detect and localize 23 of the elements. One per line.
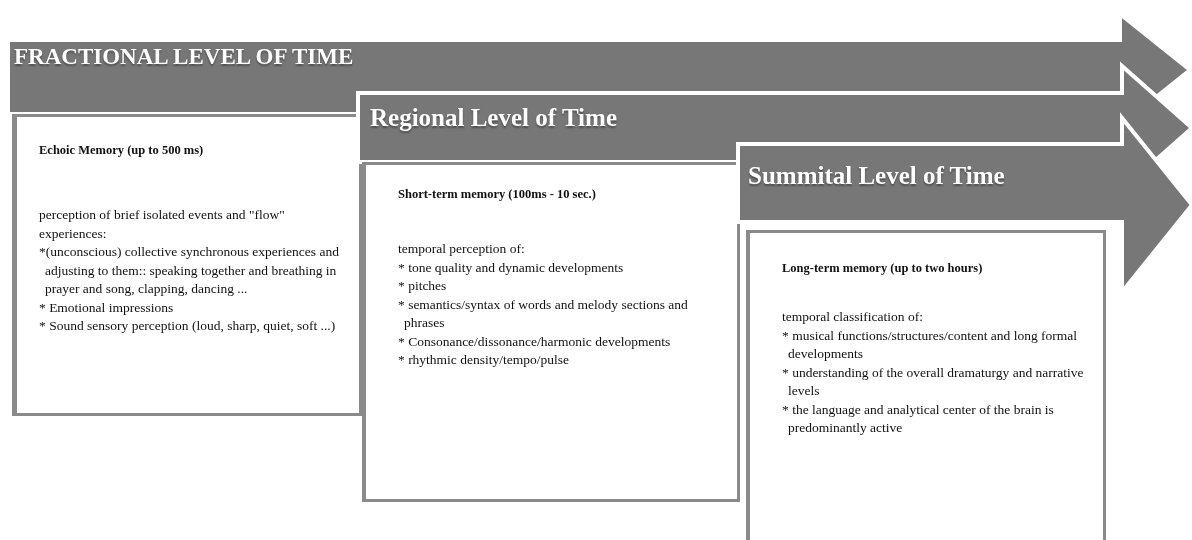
memory-heading: Long-term memory (up to two hours) [782, 261, 984, 276]
memory-box [12, 114, 362, 416]
memory-heading: Echoic Memory (up to 500 ms) [39, 143, 205, 158]
memory-text: temporal classification of: [782, 308, 924, 326]
memory-text: * Emotional impressions [39, 298, 175, 317]
level-heading: FRACTIONAL LEVEL OF TIME [14, 44, 354, 70]
level-heading: Regional Level of Time [370, 104, 617, 132]
memory-text: * understanding of the overall dramaturgy and narrative levels [782, 363, 1085, 400]
memory-text: *(unconscious) collective synchronous experiences and adjusting to them:: speaking together and breathing in prayer and song, clapping, dancing ... [39, 243, 340, 298]
memory-text: * semantics/syntax of words and melody sections and phrases [398, 295, 689, 332]
memory-box [362, 162, 740, 502]
memory-box [746, 230, 1106, 540]
memory-text: * tone quality and dynamic developments [398, 258, 625, 277]
memory-text: * Sound sensory perception (loud, sharp, quiet, soft ...) [39, 317, 337, 335]
memory-text: * pitches [398, 277, 448, 295]
level-heading: Summital Level of Time [748, 162, 1005, 190]
memory-text: * musical functions/structures/content and long formal developments [782, 326, 1079, 363]
memory-heading: Short-term memory (100ms - 10 sec.) [398, 187, 597, 202]
memory-text: perception of brief isolated events and "flow" experiences: [39, 206, 286, 243]
memory-text: temporal perception of: [398, 240, 526, 258]
memory-text: * the language and analytical center of the brain is predominantly active [782, 400, 1055, 437]
memory-text: * rhythmic density/tempo/pulse [398, 351, 570, 369]
memory-text: * Consonance/dissonance/harmonic developments [398, 332, 672, 351]
